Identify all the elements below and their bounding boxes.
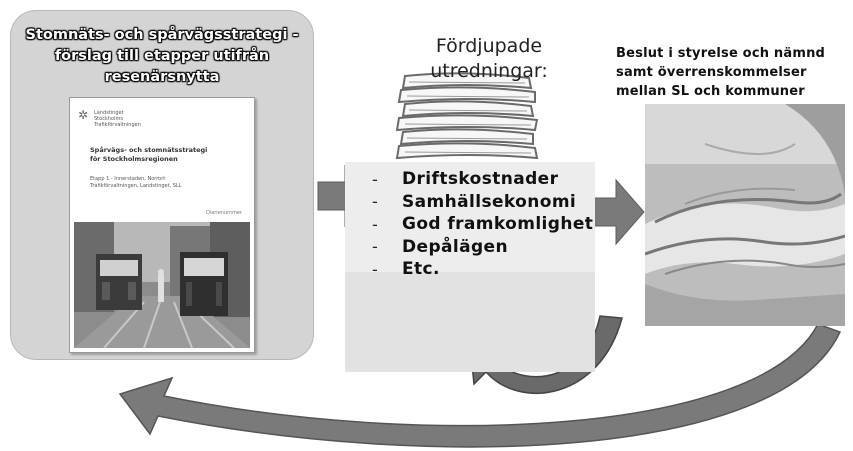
bullet-dash: - xyxy=(372,169,378,189)
doc-title-line: för Stockholmsregionen xyxy=(90,155,178,163)
bullet-dash: - xyxy=(372,237,378,257)
doc-organisation: Landstinget Stockholms Trafikförvaltning… xyxy=(94,110,141,128)
doc-subtitle-line: Etapp 1 - Innerstaden, Norrort xyxy=(90,176,166,182)
investigations-title-line: Fördjupade xyxy=(435,35,543,57)
doc-reference: Diarienummer xyxy=(205,210,242,216)
decision-text-line: samt överrenskommelser xyxy=(616,65,807,80)
tram-street-photo xyxy=(74,222,250,348)
list-item-label: Depålägen xyxy=(402,236,508,257)
paper-stack-image xyxy=(345,72,595,372)
investigations-list: - Driftskostnader - Samhällsekonomi - God f… xyxy=(372,168,593,281)
strategy-title-line: resenärsnytta xyxy=(104,69,220,85)
decision-text: Beslut i styrelse och nämnd samt överren… xyxy=(616,44,848,101)
list-item: - God framkomlighet xyxy=(372,213,593,236)
bullet-dash: - xyxy=(372,214,378,234)
doc-org-line: Trafikförvaltningen xyxy=(94,122,141,128)
doc-subtitle-line: Trafikförvaltningen, Landstinget, SLL xyxy=(90,183,182,189)
investigations-title-line: utredningar: xyxy=(430,60,548,82)
doc-org-line: Landstinget xyxy=(94,110,124,116)
doc-title: Spårvägs- och stomnätsstrategi för Stock… xyxy=(90,146,240,164)
doc-org-line: Stockholms xyxy=(94,116,123,122)
list-item-label: Etc. xyxy=(402,259,440,280)
list-item: - Driftskostnader xyxy=(372,168,593,191)
bullet-dash: - xyxy=(372,259,378,279)
doc-subtitle: Etapp 1 - Innerstaden, Norrort Trafikför… xyxy=(90,176,240,190)
list-item: - Etc. xyxy=(372,258,593,281)
decision-text-line: Beslut i styrelse och nämnd xyxy=(616,46,826,61)
strategy-title-line: Stomnäts- och spårvägsstrategi - xyxy=(25,27,299,43)
list-item: - Depålägen xyxy=(372,236,593,259)
list-item: - Samhällsekonomi xyxy=(372,191,593,214)
decision-text-line: mellan SL och kommuner xyxy=(616,84,805,99)
doc-logo-icon: ✲ xyxy=(78,108,89,122)
bullet-dash: - xyxy=(372,192,378,212)
doc-title-line: Spårvägs- och stomnätsstrategi xyxy=(90,146,208,154)
strategy-title-line: förslag till etapper utifrån xyxy=(54,48,270,64)
list-item-label: God framkomlighet xyxy=(402,214,594,235)
handshake-photo xyxy=(645,104,845,326)
list-item-label: Samhällsekonomi xyxy=(402,191,577,212)
forward-arrow-2 xyxy=(593,178,645,246)
strategy-panel: Stomnäts- och spårvägsstrategi - förslag… xyxy=(10,10,314,360)
investigations-title: Fördjupade utredningar: xyxy=(414,34,564,84)
list-item-label: Driftskostnader xyxy=(402,169,559,190)
strategy-panel-title: Stomnäts- och spårvägsstrategi - förslag… xyxy=(11,25,313,88)
strategy-document: ✲ Landstinget Stockholms Trafikförvaltni… xyxy=(69,97,255,353)
return-curve-arrow xyxy=(118,323,842,448)
